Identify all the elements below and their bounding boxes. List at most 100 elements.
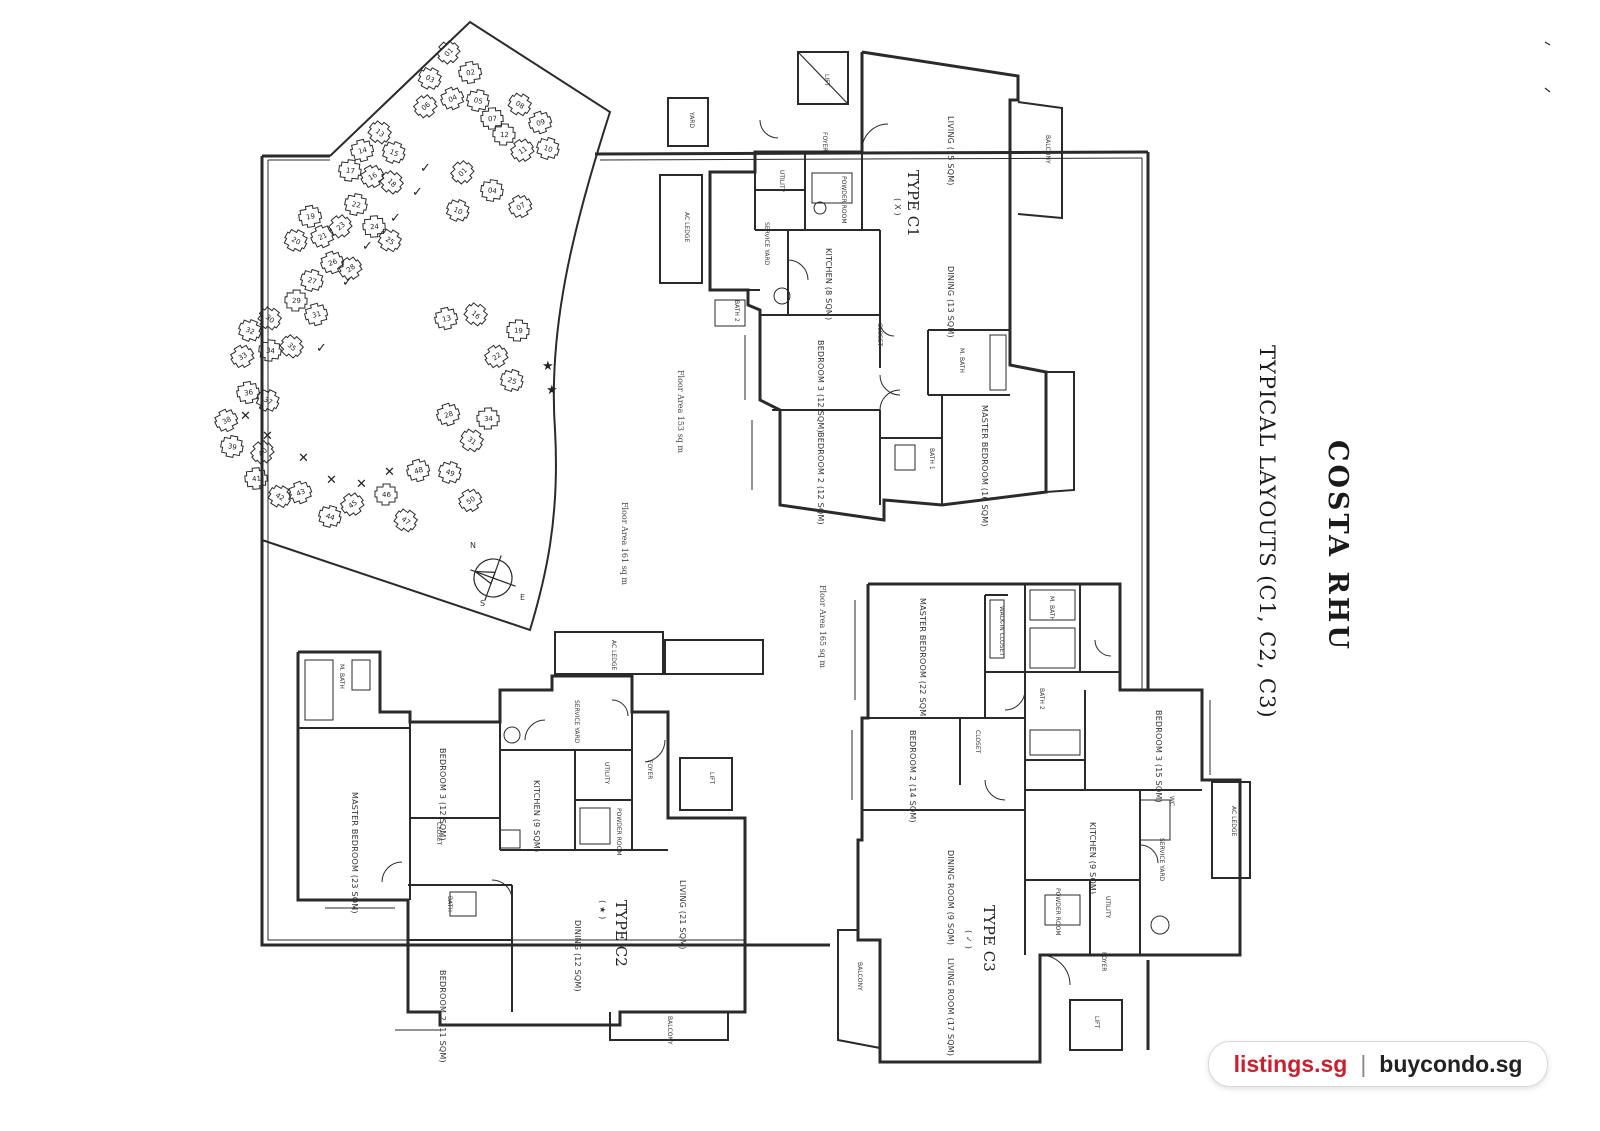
site-block: 07 [480,107,504,130]
c3-living: LIVING ROOM (17 SQM) [946,958,955,1056]
site-block-number: 21 [317,231,328,242]
site-block: 24 [362,215,386,238]
c3-bath2: BATH 2 [1038,688,1045,710]
site-block-number: 35 [286,341,298,353]
site-block-number: 26 [327,257,339,268]
site-block-number: 49 [444,468,455,479]
site-block: 34 [258,339,282,362]
site-block-number: 45 [347,499,359,511]
site-block: 46 [374,483,398,506]
plan-type-c3: MASTER BEDROOM (22 SQM) BEDROOM 2 (14 SQ… [818,582,1251,1064]
site-block-number: 15 [388,148,399,159]
site-block-number: 34 [484,415,494,423]
site-block-number: 27 [307,276,318,286]
site-block-number: 25 [507,376,518,386]
site-block: 35 [279,334,305,359]
c1-yard-label: YARD [688,111,695,128]
site-block: 21 [310,224,335,249]
c1-living: LIVING (15 SQM) [946,116,955,186]
compass-s: S [480,599,485,608]
site-block: 02 [458,60,483,85]
site-block-number: 34 [265,347,275,356]
site-block-number: 18 [386,177,398,189]
site-block-number: 44 [325,512,336,522]
c2-mbath: M. BATH [338,664,345,689]
c3-foyer: FOYER [1100,952,1107,971]
c3-lift-label: LIFT [1093,1016,1100,1028]
site-block-number: 41 [252,475,262,484]
site-block-number: 19 [514,327,523,335]
site-block-number: 30 [264,313,276,325]
site-mark-cross: ✕ [240,409,251,424]
site-block: 18 [379,170,405,195]
site-block-number: 25 [384,235,396,247]
watermark-listings: listings.sg [1233,1050,1348,1077]
site-block-number: 24 [370,223,380,232]
c2-floor-area: Floor Area 161 sq m [620,502,629,585]
site-block: 47 [393,508,419,533]
c1-floor-area: Floor Area 153 sq m [676,370,685,453]
site-block: 33 [229,344,255,369]
site-block-number: 22 [491,351,503,363]
layouts-subtitle: TYPICAL LAYOUTS (C1, C2, C3) [1255,345,1279,719]
site-block-number: 43 [295,487,306,498]
c3-dining: DINING ROOM (9 SQM) [946,850,955,945]
site-mark-check: ✓ [390,211,401,226]
c3-balcony: BALCONY [856,962,863,991]
site-block: 43 [288,480,313,505]
c3-lift [1069,999,1123,1051]
site-block-number: 32 [244,326,255,337]
site-block: 31 [303,302,329,327]
site-parcel-outline [261,20,612,632]
site-block: 32 [238,318,262,342]
site-block-number: 17 [345,167,355,176]
site-block: 15 [381,140,406,164]
site-block: 29 [284,289,308,312]
site-block-number: 40 [257,446,269,458]
c2-kitchen: KITCHEN (9 SQM) [532,780,541,852]
site-block-number: 50 [465,495,477,507]
site-block-number: 48 [413,466,424,476]
c2-bath: BATH [446,896,453,912]
site-block: 10 [535,136,560,161]
c2-powder: POWDER ROOM [615,808,622,856]
site-mark-star: ★ [546,383,558,398]
c3-kitchen: KITCHEN (9 SQM) [1088,822,1097,894]
site-block: 31 [459,428,485,453]
c3-bedroom3: BEDROOM 3 (15 SQM) [1154,710,1163,803]
site-block: 44 [317,504,342,529]
site-block: 12 [492,123,516,146]
site-block: 50 [457,488,483,513]
site-block: 03 [417,66,442,91]
project-title: COSTA RHU [1322,440,1353,652]
site-block-number: 38 [221,415,233,426]
plan-type-c1: LIVING (15 SQM) DINING (13 SQM) KITCHEN … [659,50,1075,527]
site-block: 26 [319,250,345,275]
site-block-number: 12 [500,131,509,139]
site-block-number: 19 [306,212,316,221]
c1-service: SERVICE YARD [763,222,770,266]
c3-utility: UTILITY [1104,896,1111,919]
c3-service: SERVICE YARD [1158,838,1165,882]
site-block-number: 31 [466,435,478,447]
c1-balcony: BALCONY [1044,135,1051,164]
site-block: 04 [480,179,504,202]
compass-e: E [520,593,525,602]
site-block-number: 03 [424,73,436,84]
c3-ac-ledge-label: AC LEDGE [1230,806,1237,836]
site-block: 37 [255,389,280,412]
site-block-number: 06 [420,100,432,112]
c2-ac-ledge-label: AC LEDGE [610,640,617,670]
site-block: 39 [220,435,244,458]
site-block: 30 [257,306,283,331]
c1-bedroom2: BEDROOM 2 (12 SQM) [816,432,825,525]
site-block: 22 [344,193,368,216]
site-block: 38 [214,408,239,433]
site-block-number: 36 [244,388,255,398]
site-mark-cross: ✕ [326,473,337,488]
c2-lift-label: LIFT [708,772,715,784]
c1-dining: DINING (13 SQM) [946,266,955,338]
c1-foyer: FOYER [821,132,828,151]
